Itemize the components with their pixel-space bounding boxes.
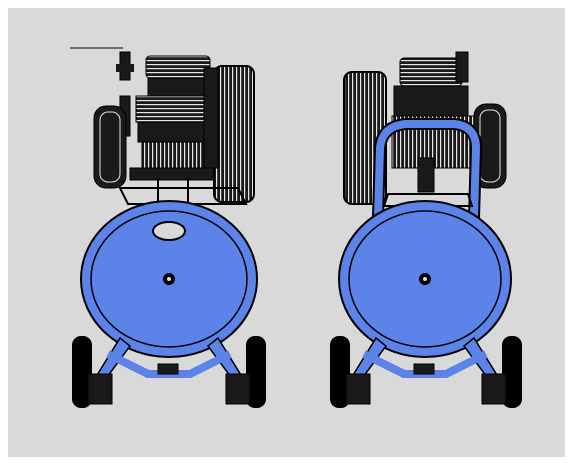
- compressor-rear-view: [330, 51, 522, 408]
- undercarriage-rear: [330, 336, 522, 408]
- undercarriage-front: [72, 336, 266, 408]
- air-tank-rear: [338, 200, 512, 358]
- compressor-head-assembly-rear: [343, 51, 507, 219]
- air-tank-front: [80, 200, 258, 358]
- compressor-head-assembly: [93, 51, 255, 205]
- inspection-port: [152, 221, 186, 241]
- wheel-left: [72, 336, 92, 408]
- wheel-right: [246, 336, 266, 408]
- diagram-canvas: [8, 8, 565, 457]
- wheel-right-rear: [502, 336, 522, 408]
- wheel-left-rear: [330, 336, 350, 408]
- compressor-front-view: [70, 47, 266, 408]
